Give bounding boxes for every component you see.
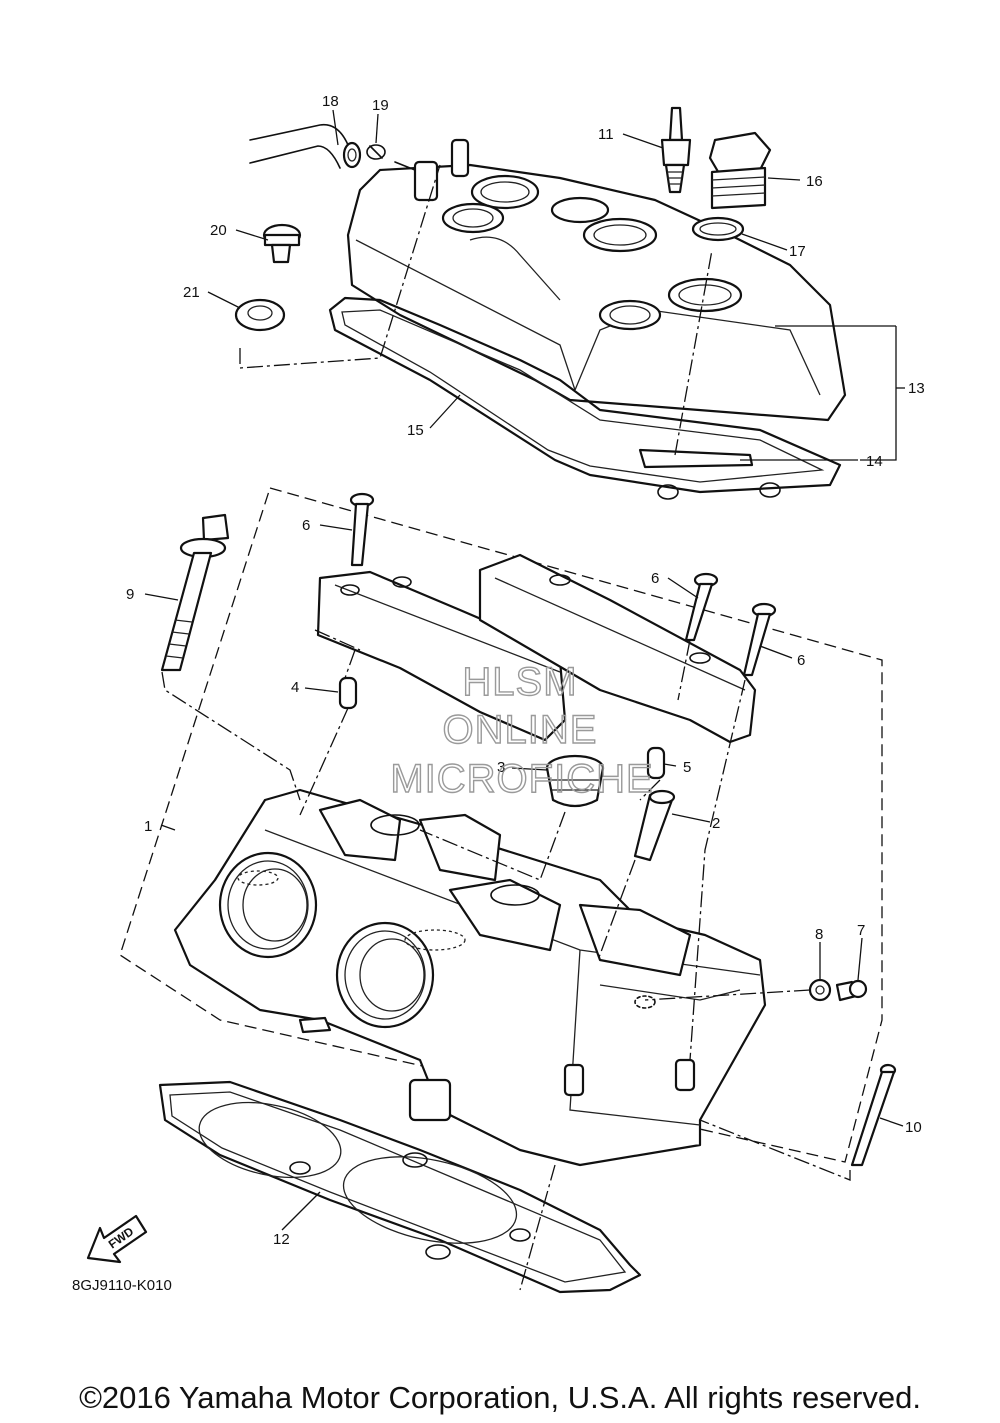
head-bolt [160,513,230,672]
callout-17: 17 [789,243,806,260]
cylinder-head [173,788,767,1167]
dowel-pin-2 [646,746,666,780]
callout-3: 3 [497,759,505,776]
callout-1: 1 [144,818,152,835]
dowel-pin-1 [338,676,358,710]
forward-arrow-icon: FWD [86,1214,148,1264]
callout-20: 20 [210,222,227,239]
watermark: HLSM ONLINE MICROFICHE [390,659,654,801]
callout-11: 11 [598,126,614,143]
oil-filler-cap [708,131,772,210]
callout-6a: 6 [302,517,310,534]
spark-plug [660,106,692,194]
callout-12: 12 [273,1231,290,1248]
camshaft-cap-left [316,570,567,742]
assembly-boundary [119,487,883,1163]
callout-labels: 1 2 3 4 5 6 6 6 7 8 9 10 11 12 13 14 15 … [126,93,925,1248]
stud-bolt [850,1063,897,1167]
cylinder-head-cover [346,138,847,422]
grommet [234,298,286,332]
cover-gasket [328,296,842,500]
callout-13: 13 [908,380,925,397]
hose-clip [366,144,386,160]
callout-16: 16 [806,173,823,190]
cam-cap-bolt-1 [349,492,375,567]
callout-10: 10 [905,1119,922,1136]
callout-2: 2 [712,815,720,832]
copyright-notice: ©2016 Yamaha Motor Corporation, U.S.A. A… [79,1380,921,1415]
valve-guide [633,789,676,862]
callout-6b: 6 [651,570,659,587]
watermark-line-3: MICROFICHE [390,757,653,801]
callout-19: 19 [372,97,389,114]
callout-6c: 6 [797,652,805,669]
callout-14: 14 [866,453,883,470]
callout-15: 15 [407,422,424,439]
union-bolt [835,979,868,1002]
blind-plug [545,754,605,808]
callout-8: 8 [815,926,823,943]
callout-9: 9 [126,586,134,603]
breather-hose [249,123,362,169]
callout-21: 21 [183,284,200,301]
watermark-line-2: ONLINE [443,708,598,752]
inner-seal [638,448,754,469]
callout-18: 18 [322,93,339,110]
diagram-code: 8GJ9110-K010 [72,1277,172,1294]
cam-cap-bolt-3 [742,602,777,677]
cam-cap-bolt-2 [684,572,719,642]
cover-bolt [262,223,302,264]
head-gasket [158,1080,642,1294]
o-ring [691,216,745,242]
washer [808,978,832,1002]
leader-lines [144,109,905,1291]
callout-4: 4 [291,679,299,696]
callout-7: 7 [857,922,865,939]
watermark-line-1: HLSM [462,660,577,704]
callout-5: 5 [683,759,691,776]
camshaft-cap-right [478,553,757,744]
